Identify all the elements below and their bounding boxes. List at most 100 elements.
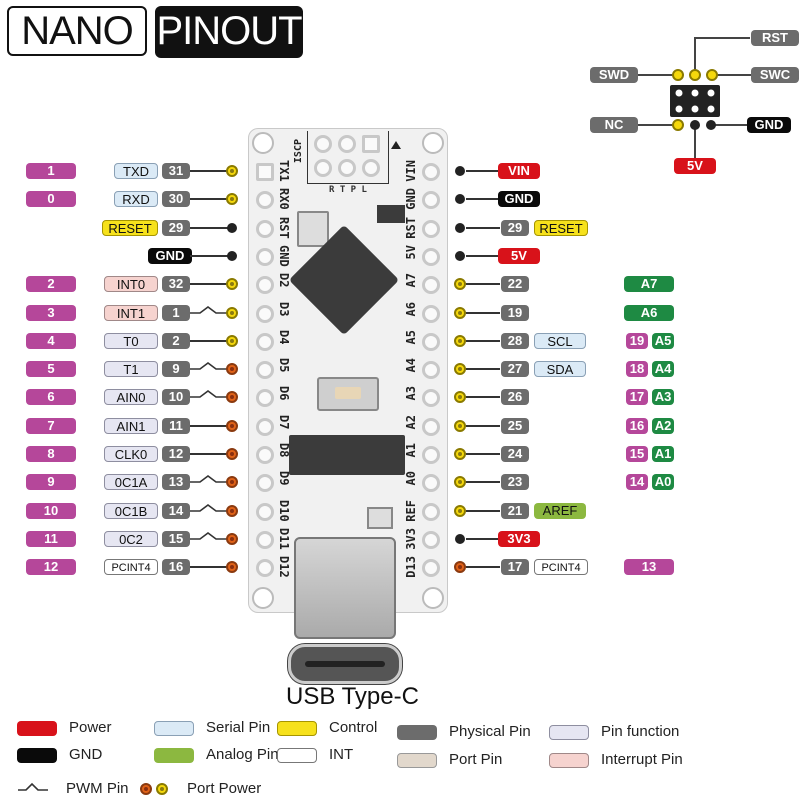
connector-line [466,170,500,172]
legend-swatch-physical [397,725,437,740]
mounting-hole [422,132,444,154]
physical-pin-number: 15 [162,530,190,547]
physical-pin-number: 16 [162,559,190,576]
pin-function-label: 0C1A [104,474,158,491]
connector-line [466,481,500,484]
pin-function-label: SDA [534,361,586,378]
port-dot [455,194,465,205]
pin-hole [256,191,274,210]
connector-line [190,424,228,427]
arduino-pin-number: 19 [626,332,648,349]
analog-pin-label: A2 [652,417,674,434]
pin-hole [256,474,274,493]
physical-pin-number: 24 [501,446,529,462]
gnd-label: GND [148,247,192,264]
pin-hole [256,389,274,408]
connector-line [466,311,500,314]
pin-hole [422,247,440,266]
arduino-pin-number: 0 [26,191,76,208]
physical-pin-number: 30 [162,191,190,208]
power-label: 5V [498,247,540,264]
connector-line [466,254,500,257]
pin-function-label: CLK0 [104,446,158,462]
pwm-wave-icon [18,782,48,791]
gnd-label: GND [498,191,540,208]
connector-line [190,453,228,455]
port-dot [226,193,238,206]
legend-label: PWM Pin [66,780,129,797]
port-dot [454,448,466,460]
physical-pin-number: 32 [162,276,190,293]
title-nano: NANO [7,6,147,56]
silk-pin-label: A7 [404,273,418,288]
port-dot [227,222,237,233]
physical-pin-number: 19 [501,304,529,321]
pin-hole [256,361,274,380]
silk-pin-label: D13 [404,556,418,578]
pin-function-label: 0C1B [104,502,158,519]
isp-label-gnd: GND [747,117,791,133]
silk-pin-label: D8 [277,443,291,458]
silk-pin-label: A1 [404,443,418,458]
port-dot [226,504,238,517]
pin-function-label: SCL [534,332,586,349]
physical-pin-number: 29 [162,219,190,236]
pin-function-label: 0C2 [104,530,158,547]
silk-pin-label: D10 [277,499,291,522]
pwm-wave-icon [190,305,230,314]
arduino-pin-number: 8 [26,446,76,462]
pin-hole [422,219,440,238]
silk-pin-label: A2 [404,414,418,430]
pin-hole [256,332,274,351]
connector-line [466,509,500,512]
legend-swatch-pin_function [549,725,589,740]
connector-line [466,566,500,569]
pin-hole [422,530,440,549]
connector-line [190,283,228,286]
isp-connector-lines [635,37,752,160]
port-dot [226,334,238,347]
port-dot [454,363,466,376]
legend-swatch-interrupt [549,753,589,768]
port-dot [226,532,238,545]
pin-hole [256,446,274,464]
usb-c-port[interactable] [294,537,396,639]
physical-pin-number: 14 [162,502,190,519]
port-dot [226,165,238,177]
analog-pin-label: A1 [652,446,674,462]
port-dot [226,448,238,460]
pin-function-label: AIN1 [104,417,158,434]
legend-label: Port Pin [449,751,503,768]
connector-line [466,396,500,399]
pin-function-label: INT1 [104,304,158,321]
connector-line [466,537,500,540]
connector-line [466,283,500,286]
pin-hole [422,163,440,181]
arduino-pin-number: 17 [626,389,648,406]
arduino-pin-number: 14 [626,474,648,491]
connector-line [190,226,228,229]
power-label: 3V3 [498,530,540,547]
pin-hole [422,559,440,578]
pin-hole [422,332,440,351]
port-power-yellow-icon [156,783,168,795]
connector-line [190,254,228,257]
pin-hole [256,502,274,521]
port-dot [226,391,238,404]
silk-pin-label: GND [404,188,418,210]
physical-pin-number: 31 [162,163,190,179]
pin-function-label: RESET [102,219,158,236]
isp-label-swc: SWC [751,67,799,83]
physical-pin-number: 12 [162,446,190,462]
legend-label: Serial Pin [206,719,271,736]
legend-label: Analog Pin [206,746,279,763]
pin-hole [256,163,274,181]
reset-button[interactable] [317,377,379,411]
port-dot [454,476,466,489]
arduino-pin-number: 18 [626,361,648,378]
physical-pin-number: 17 [501,559,529,576]
pin-function-label: T0 [104,332,158,349]
arduino-pin-number: 2 [26,276,76,293]
mounting-hole [252,132,274,154]
pin-hole [422,474,440,493]
